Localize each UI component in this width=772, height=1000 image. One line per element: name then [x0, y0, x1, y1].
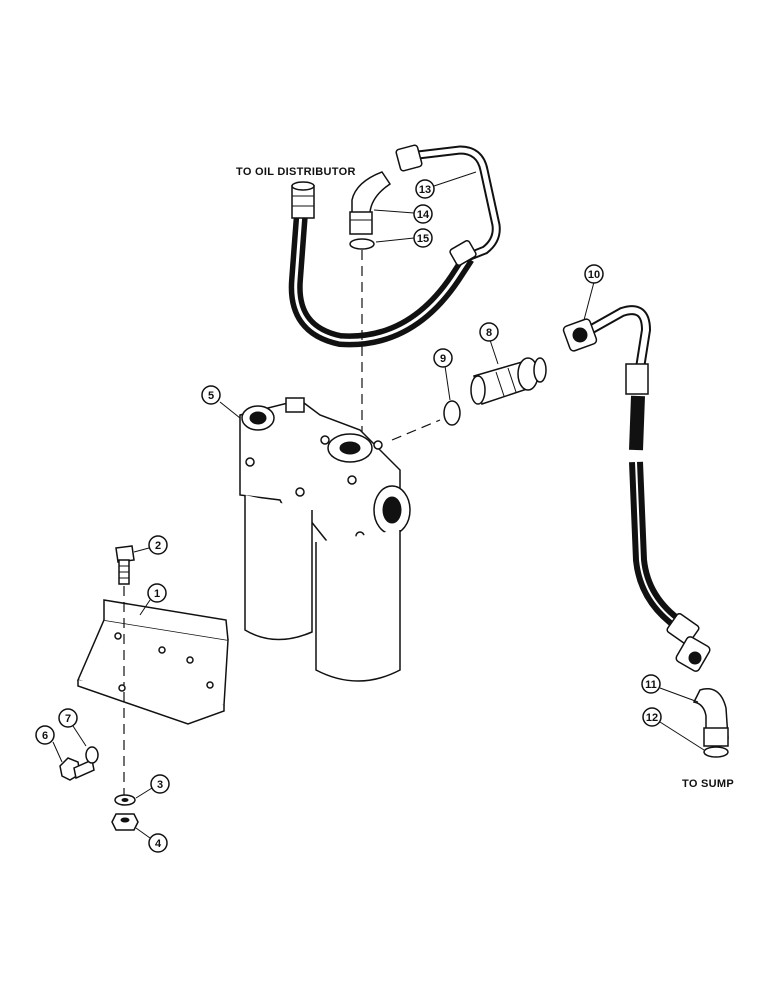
tube-13: [395, 144, 501, 266]
svg-text:15: 15: [417, 233, 429, 245]
callout-3: 3: [135, 774, 170, 799]
svg-text:8: 8: [486, 327, 492, 339]
label-to-sump: TO SUMP: [682, 778, 734, 790]
bolt-6: [59, 757, 95, 781]
svg-text:7: 7: [65, 713, 71, 725]
callout-11: 11: [641, 674, 699, 703]
hose-end-fitting: [291, 181, 315, 219]
callout-6: 6: [35, 725, 63, 763]
mounting-bracket-1: [76, 599, 229, 725]
callout-4: 4: [135, 827, 168, 853]
svg-text:9: 9: [440, 353, 446, 365]
svg-text:6: 6: [42, 730, 48, 742]
callout-14: 14: [373, 204, 433, 224]
o-ring-12: [703, 746, 729, 758]
filter-head-5: [239, 397, 411, 551]
filter-canister-front: [315, 530, 401, 682]
callout-7: 7: [58, 708, 87, 747]
callout-8: 8: [479, 322, 499, 365]
callout-2: 2: [133, 535, 168, 555]
callout-12: 12: [642, 707, 705, 751]
o-ring-15: [349, 238, 375, 250]
label-to-oil-distributor: TO OIL DISTRIBUTOR: [236, 166, 356, 178]
adapter-8: [470, 357, 547, 405]
lower-hose: [629, 395, 711, 672]
svg-text:11: 11: [645, 679, 657, 691]
svg-text:13: 13: [419, 184, 431, 196]
svg-text:14: 14: [417, 209, 430, 221]
callout-15: 15: [375, 228, 433, 248]
callout-13: 13: [415, 171, 477, 199]
svg-text:10: 10: [588, 269, 600, 281]
callout-9: 9: [433, 348, 453, 401]
elbow-fitting-11: [692, 688, 729, 747]
svg-text:4: 4: [155, 838, 162, 850]
assembly-line: [391, 419, 441, 441]
callout-5: 5: [201, 385, 241, 419]
svg-text:2: 2: [155, 540, 161, 552]
callout-1: 1: [139, 583, 167, 616]
washer-7: [85, 746, 99, 764]
callout-10: 10: [583, 264, 604, 321]
svg-text:3: 3: [157, 779, 163, 791]
elbow-fitting-14: [349, 171, 392, 235]
nut-4: [111, 813, 139, 831]
upper-hose: [288, 199, 474, 348]
svg-text:1: 1: [154, 588, 160, 600]
svg-text:5: 5: [208, 390, 214, 402]
filter-canister-rear: [244, 495, 313, 641]
svg-text:12: 12: [646, 712, 658, 724]
bolt-2: [115, 545, 135, 585]
washer-9: [443, 400, 461, 426]
tube-10: [562, 305, 652, 395]
